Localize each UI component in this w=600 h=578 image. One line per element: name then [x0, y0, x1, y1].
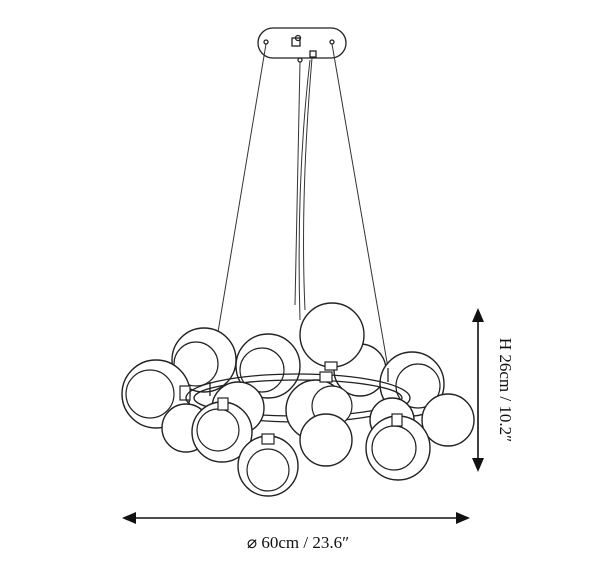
diameter-label: ⌀ 60cm / 23.6″	[247, 533, 349, 552]
height-dimension	[472, 308, 484, 472]
diameter-dimension	[122, 512, 470, 524]
globe-top-center	[299, 302, 365, 371]
suspension-wires	[209, 43, 389, 381]
globes-back-row	[171, 327, 475, 447]
globes-front-row	[191, 397, 431, 497]
height-label: H 26cm / 10.2″	[496, 338, 515, 442]
ceiling-canopy	[257, 27, 347, 63]
